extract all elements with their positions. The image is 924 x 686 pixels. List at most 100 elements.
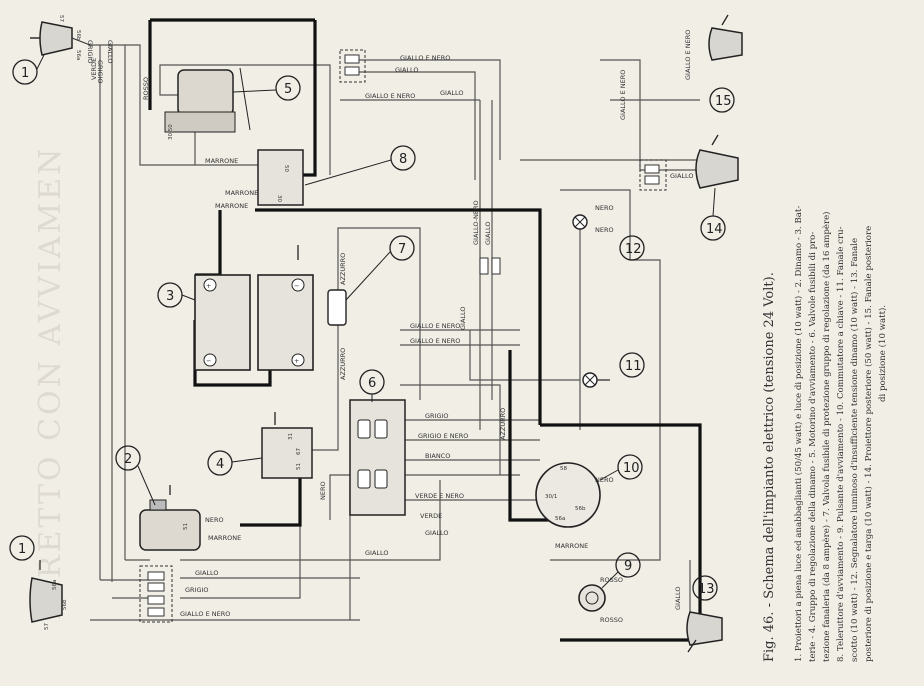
svg-text:+: + bbox=[294, 357, 299, 365]
svg-text:58: 58 bbox=[560, 466, 567, 472]
svg-text:MARRONE: MARRONE bbox=[215, 202, 248, 210]
svg-text:56a: 56a bbox=[52, 580, 58, 590]
svg-text:15: 15 bbox=[715, 94, 732, 109]
svg-text:ROSSO: ROSSO bbox=[600, 576, 623, 584]
svg-text:VERDE: VERDE bbox=[90, 58, 98, 80]
segnalatore-luminoso: 12 bbox=[572, 214, 645, 261]
svg-text:GIALLO: GIALLO bbox=[674, 586, 682, 610]
svg-text:31: 31 bbox=[288, 433, 294, 440]
caption-line: di posizione (10 watt). bbox=[877, 305, 888, 402]
svg-text:GRIGIO: GRIGIO bbox=[86, 40, 94, 64]
caption-line: terie - 4. Gruppo di regolazione della d… bbox=[808, 232, 818, 662]
svg-text:AZZURRO: AZZURRO bbox=[499, 408, 507, 440]
svg-text:14: 14 bbox=[706, 222, 723, 237]
gruppo-regolazione: 31 51 67 4 bbox=[207, 412, 313, 479]
svg-text:67: 67 bbox=[296, 448, 302, 455]
svg-text:56a: 56a bbox=[555, 516, 565, 522]
svg-text:NERO: NERO bbox=[595, 226, 614, 234]
connettori-anteriori bbox=[139, 565, 173, 623]
svg-text:NERO: NERO bbox=[205, 516, 224, 524]
caption-line: tezione fanaleria (da 8 ampère) - 7. Val… bbox=[821, 211, 832, 662]
svg-text:GIALLO E NERO: GIALLO E NERO bbox=[619, 70, 627, 120]
teleruttore: 50 30 8 bbox=[257, 145, 416, 206]
bleed-through-text: DIRETTO CON AVVIAMEN bbox=[33, 146, 68, 620]
svg-text:AZZURRO: AZZURRO bbox=[339, 253, 347, 285]
fanale-posteriore-targa: 13 bbox=[686, 575, 723, 653]
svg-text:+: + bbox=[206, 282, 211, 290]
proiettore-1-bottom: 1 57 56a 56b bbox=[9, 535, 68, 630]
svg-text:MARRONE: MARRONE bbox=[208, 534, 241, 542]
batterie: + − − + 3 bbox=[157, 245, 314, 371]
dinamo: 2 51 bbox=[115, 445, 201, 551]
svg-text:AZZURRO: AZZURRO bbox=[339, 348, 347, 380]
svg-text:30 50: 30 50 bbox=[168, 124, 174, 140]
svg-text:GIALLO: GIALLO bbox=[459, 306, 467, 330]
svg-text:GRIGIO E NERO: GRIGIO E NERO bbox=[418, 432, 468, 440]
svg-text:50: 50 bbox=[283, 165, 289, 172]
svg-text:GIALLO: GIALLO bbox=[484, 221, 492, 245]
svg-text:57: 57 bbox=[44, 623, 50, 630]
svg-text:2: 2 bbox=[124, 452, 132, 467]
svg-text:VERDE: VERDE bbox=[420, 512, 442, 520]
svg-text:1: 1 bbox=[21, 66, 29, 81]
svg-text:NERO: NERO bbox=[595, 204, 614, 212]
svg-text:3: 3 bbox=[166, 289, 174, 304]
connettori-superiori bbox=[339, 49, 667, 275]
svg-text:BIANCO: BIANCO bbox=[425, 452, 450, 460]
svg-text:GIALLO: GIALLO bbox=[440, 89, 464, 97]
svg-text:9: 9 bbox=[624, 559, 632, 574]
etichette-fili: GRIGIO GRIGIO GIALLO VERDE ROSSO MARRONE… bbox=[86, 30, 694, 624]
svg-text:GIALLO E NERO: GIALLO E NERO bbox=[410, 337, 460, 345]
svg-text:ROSSO: ROSSO bbox=[142, 77, 150, 100]
valvole-fusibili: 6 bbox=[349, 369, 406, 516]
svg-text:GIALLO: GIALLO bbox=[195, 569, 219, 577]
svg-text:GIALLO: GIALLO bbox=[670, 172, 694, 180]
svg-text:56b: 56b bbox=[75, 30, 81, 41]
svg-text:VERDE E NERO: VERDE E NERO bbox=[415, 492, 464, 500]
svg-text:GIALLO-NERO: GIALLO-NERO bbox=[472, 200, 480, 245]
didascalia: Fig. 46. - Schema dell'impianto elettric… bbox=[762, 206, 888, 662]
svg-text:GIALLO E NERO: GIALLO E NERO bbox=[365, 92, 415, 100]
svg-text:MARRONE: MARRONE bbox=[555, 542, 588, 550]
proiettore-1-top: 1 57 56a 56b bbox=[12, 15, 91, 85]
svg-text:MARRONE: MARRONE bbox=[205, 157, 238, 165]
svg-text:NERO: NERO bbox=[319, 481, 327, 500]
commutatore-chiave: 58 30/1 56b 56a 10 bbox=[535, 454, 643, 528]
svg-text:56b: 56b bbox=[62, 599, 68, 610]
svg-text:56b: 56b bbox=[575, 506, 586, 512]
svg-text:6: 6 bbox=[368, 376, 376, 391]
svg-text:GIALLO: GIALLO bbox=[395, 66, 419, 74]
svg-text:4: 4 bbox=[216, 457, 224, 472]
proiettore-posteriore: 14 bbox=[695, 134, 739, 241]
caption-line: 1. Proiettori a piena luce ed anabbaglia… bbox=[793, 206, 804, 662]
svg-text:30/1: 30/1 bbox=[545, 494, 557, 500]
svg-text:GIALLO E NERO: GIALLO E NERO bbox=[180, 610, 230, 618]
svg-text:11: 11 bbox=[625, 359, 642, 374]
svg-text:51: 51 bbox=[183, 523, 189, 530]
svg-text:12: 12 bbox=[625, 242, 642, 257]
svg-text:GRIGIO: GRIGIO bbox=[185, 586, 209, 594]
svg-text:56a: 56a bbox=[75, 50, 81, 60]
svg-text:GIALLO E NERO: GIALLO E NERO bbox=[400, 54, 450, 62]
svg-text:−: − bbox=[206, 357, 211, 365]
svg-text:7: 7 bbox=[398, 242, 406, 257]
svg-text:30: 30 bbox=[276, 195, 282, 202]
svg-text:DIRETTO CON AVVIAMEN: DIRETTO CON AVVIAMEN bbox=[33, 146, 68, 620]
svg-text:1: 1 bbox=[18, 542, 26, 557]
svg-text:57: 57 bbox=[58, 15, 64, 22]
svg-text:8: 8 bbox=[399, 152, 407, 167]
caption-line: 8. Teleruttore d'avviamento - 9. Pulsant… bbox=[836, 226, 846, 662]
svg-text:5: 5 bbox=[284, 82, 292, 97]
svg-text:51: 51 bbox=[296, 463, 302, 470]
svg-text:GIALLO: GIALLO bbox=[365, 549, 389, 557]
svg-text:GRIGIO: GRIGIO bbox=[96, 60, 104, 84]
svg-text:NERO: NERO bbox=[595, 476, 614, 484]
svg-text:GIALLO: GIALLO bbox=[106, 40, 114, 64]
motorino-avviamento: 5 30 50 bbox=[164, 67, 301, 140]
svg-text:13: 13 bbox=[698, 582, 715, 597]
pulsante-avviamento: 9 bbox=[578, 552, 641, 612]
caption-line: posteriore di posizione e targa (10 watt… bbox=[863, 226, 874, 662]
svg-text:GRIGIO: GRIGIO bbox=[425, 412, 449, 420]
